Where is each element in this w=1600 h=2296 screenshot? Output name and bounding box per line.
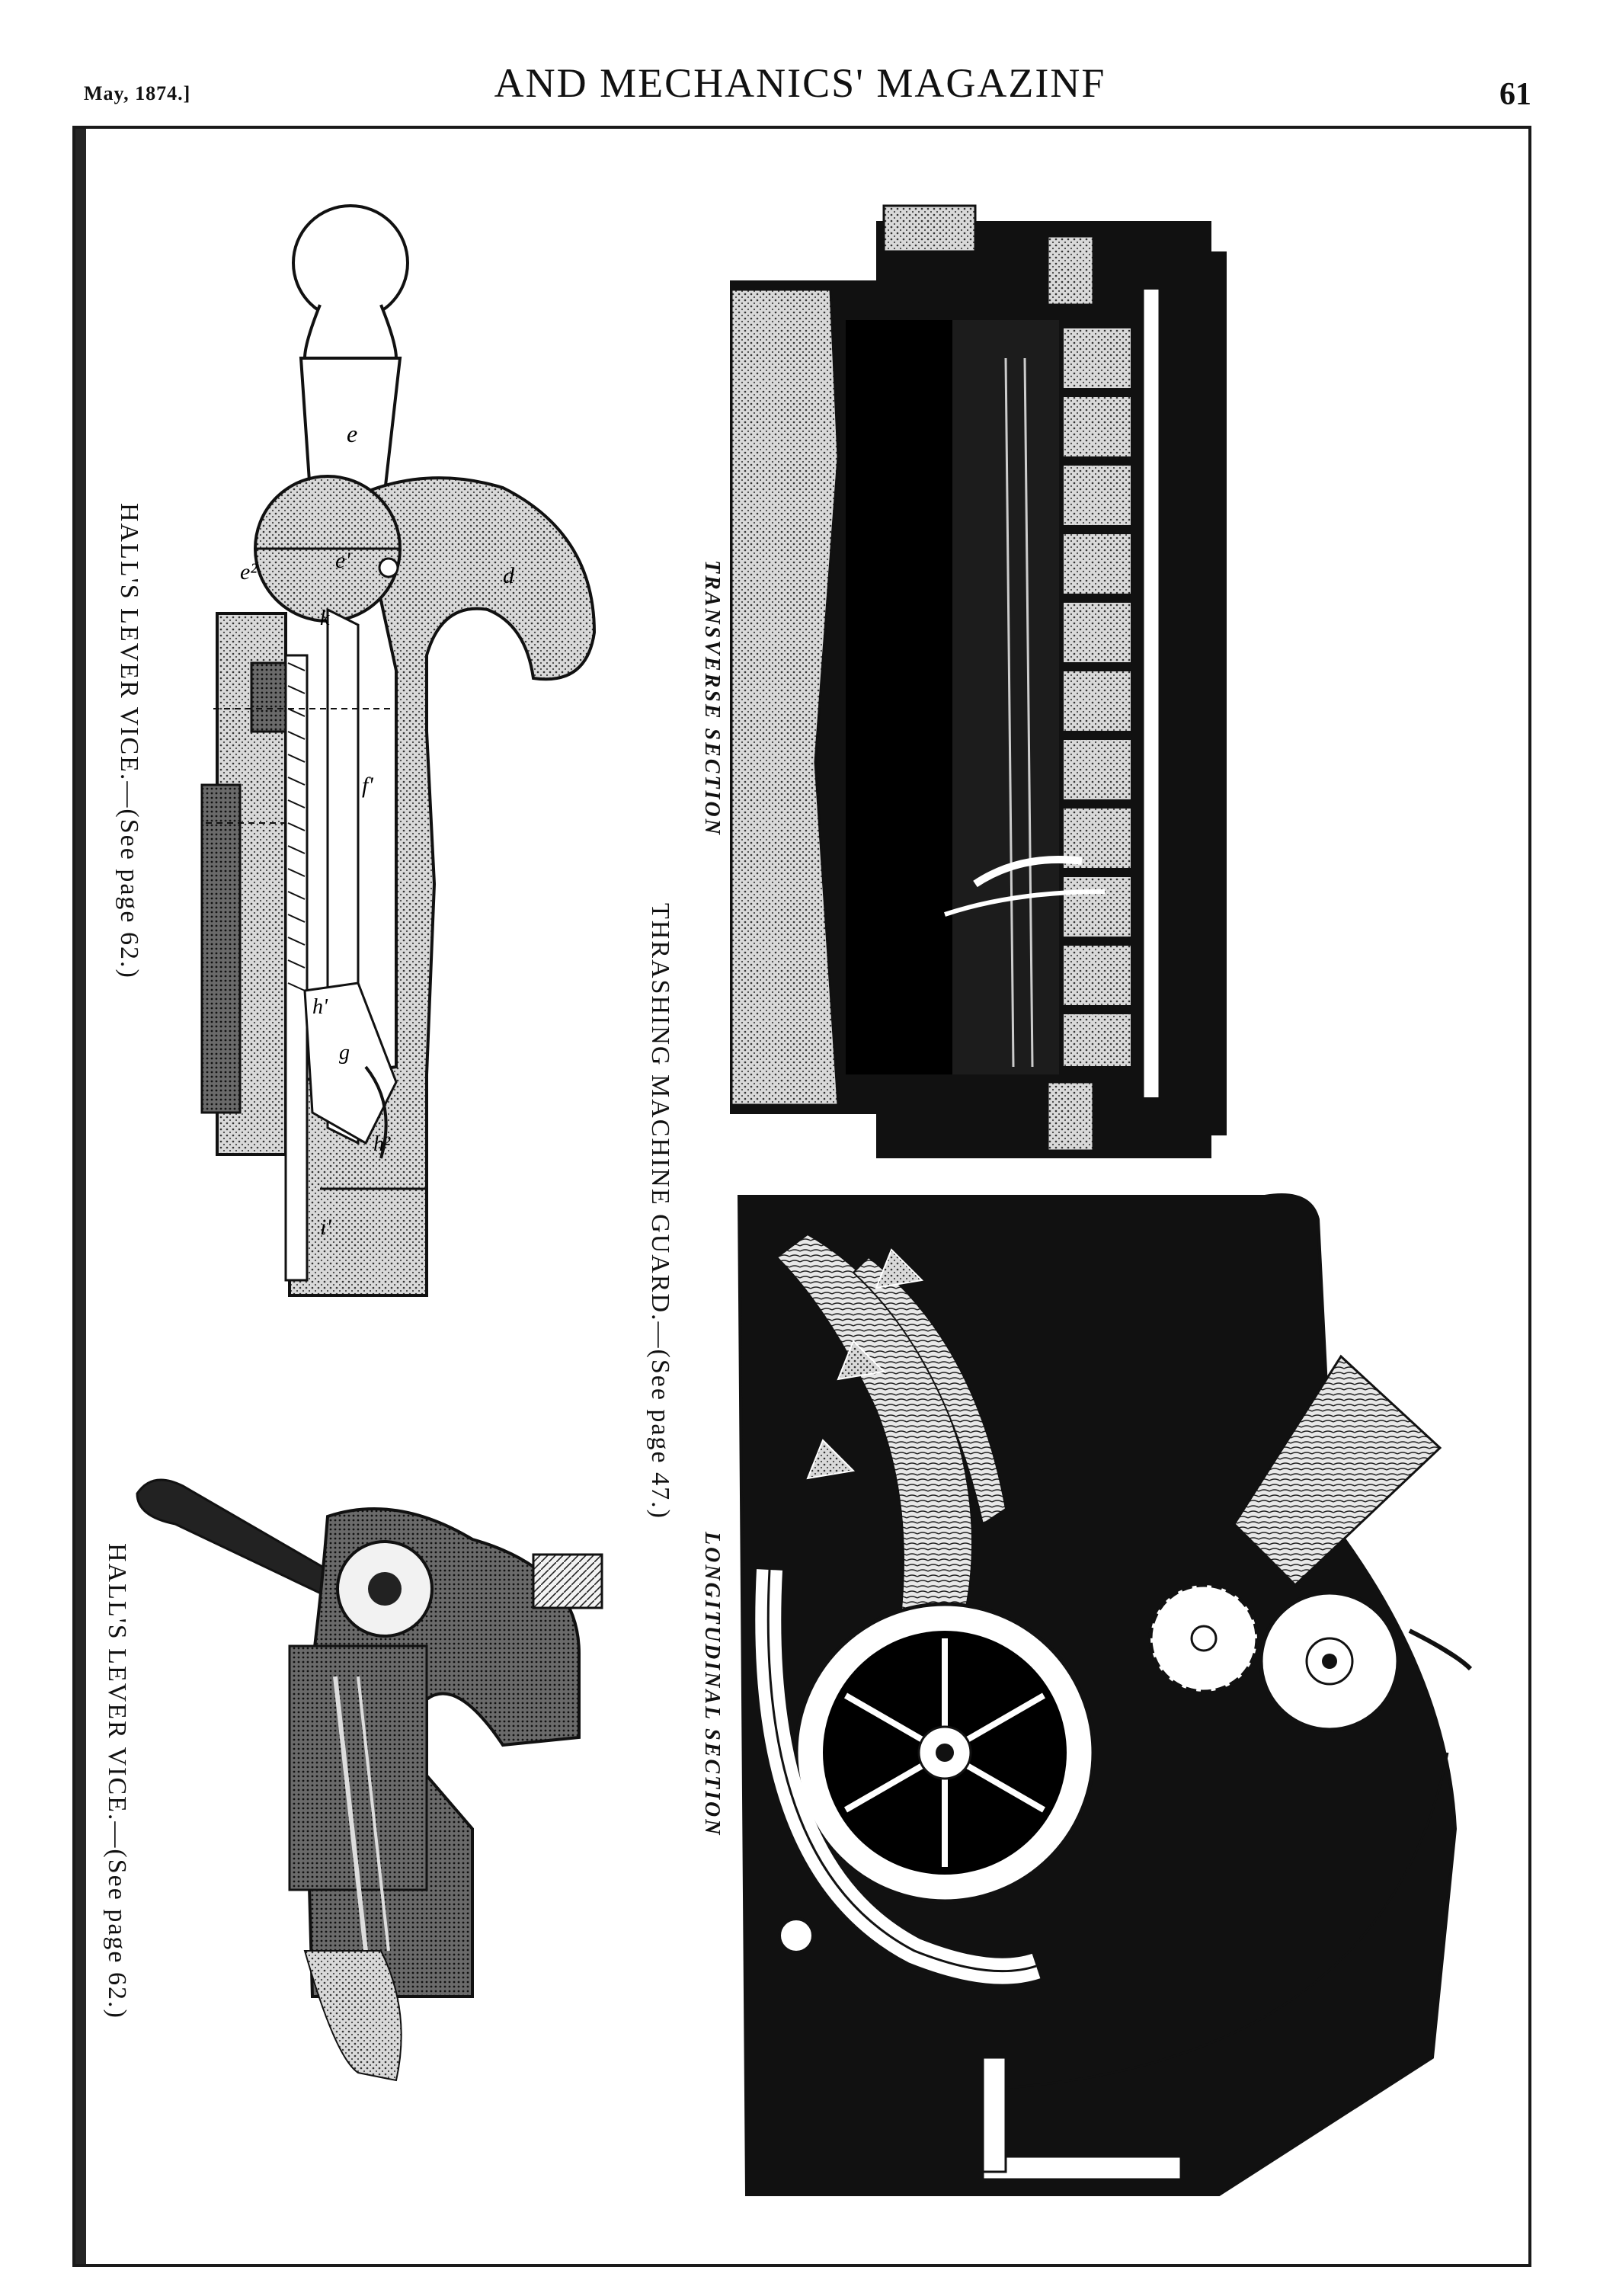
letter-e2: e² [240,559,258,584]
letter-h2: h² [373,1132,391,1156]
letter-h1: h' [312,995,328,1019]
letter-f1: f' [362,773,373,798]
frame-edge-shading [75,129,86,2264]
label-transverse-section: TRANSVERSE SECTION [700,560,724,837]
caption-thrashing-machine-guard: THRASHING MACHINE GUARD.—(See page 47.) [646,903,674,1519]
caption-vice-diagram: HALL'S LEVER VICE.—(See page 62.) [115,503,143,979]
letter-i1: i' [320,1215,331,1240]
transverse-section-drawing [730,204,1227,1158]
letter-e1: e' [335,548,350,573]
vice-section-diagram: e e' e² d k f' h' g h² i' [200,204,597,1297]
plate-frame [72,126,1531,2267]
letter-k: k [320,607,330,630]
issue-date: May, 1874.] [84,82,191,104]
page-number: 61 [1499,77,1531,112]
letter-e: e [347,420,357,447]
longitudinal-section-drawing [737,1193,1473,2196]
caption-vice-perspective: HALL'S LEVER VICE.—(See page 62.) [103,1543,131,2019]
letter-d: d [503,563,515,588]
label-longitudinal-section: LONGITUDINAL SECTION [700,1532,724,1837]
magazine-title: AND MECHANICS' MAGAZINF [494,60,1106,106]
vice-perspective-view [136,1478,603,2082]
page-header: May, 1874.] AND MECHANICS' MAGAZINF 61 [69,59,1531,120]
letter-g: g [339,1041,350,1065]
